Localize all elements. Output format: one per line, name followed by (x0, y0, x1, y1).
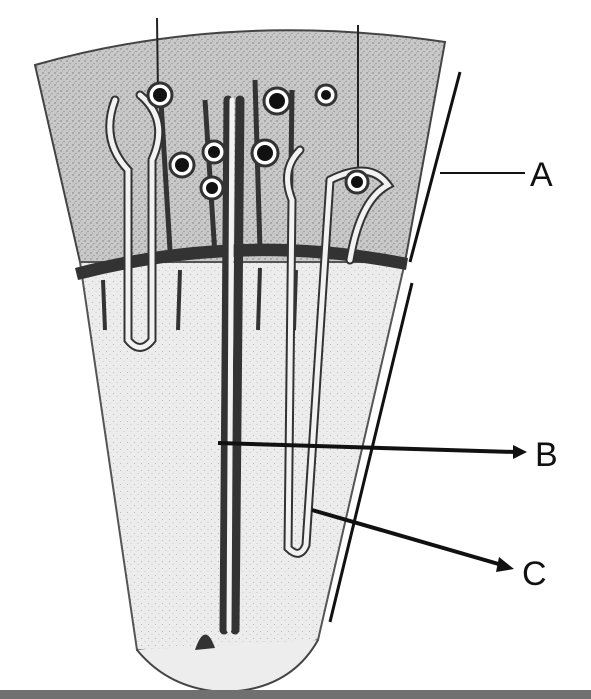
glomerulus (168, 151, 196, 179)
glomerulus (262, 86, 292, 116)
papilla-tip (195, 634, 215, 650)
bracket-cortex (408, 71, 462, 263)
glomerulus (250, 138, 280, 168)
arrowhead-c (496, 557, 514, 572)
bottom-bar (0, 690, 591, 699)
glomerulus (199, 175, 225, 201)
label-a: A (530, 156, 553, 194)
pointer-b (217, 441, 516, 454)
nephron-tubules-inner (107, 92, 392, 633)
glomerulus (201, 139, 227, 165)
glomerulus (344, 169, 370, 195)
glomerulus (314, 83, 338, 107)
glomeruli (146, 81, 370, 201)
label-b: B (535, 436, 558, 474)
bracket-medulla (328, 282, 414, 623)
glomerulus (146, 81, 174, 109)
pointer-c (311, 508, 503, 567)
label-c: C (522, 555, 547, 593)
arrowhead-b (513, 445, 527, 459)
